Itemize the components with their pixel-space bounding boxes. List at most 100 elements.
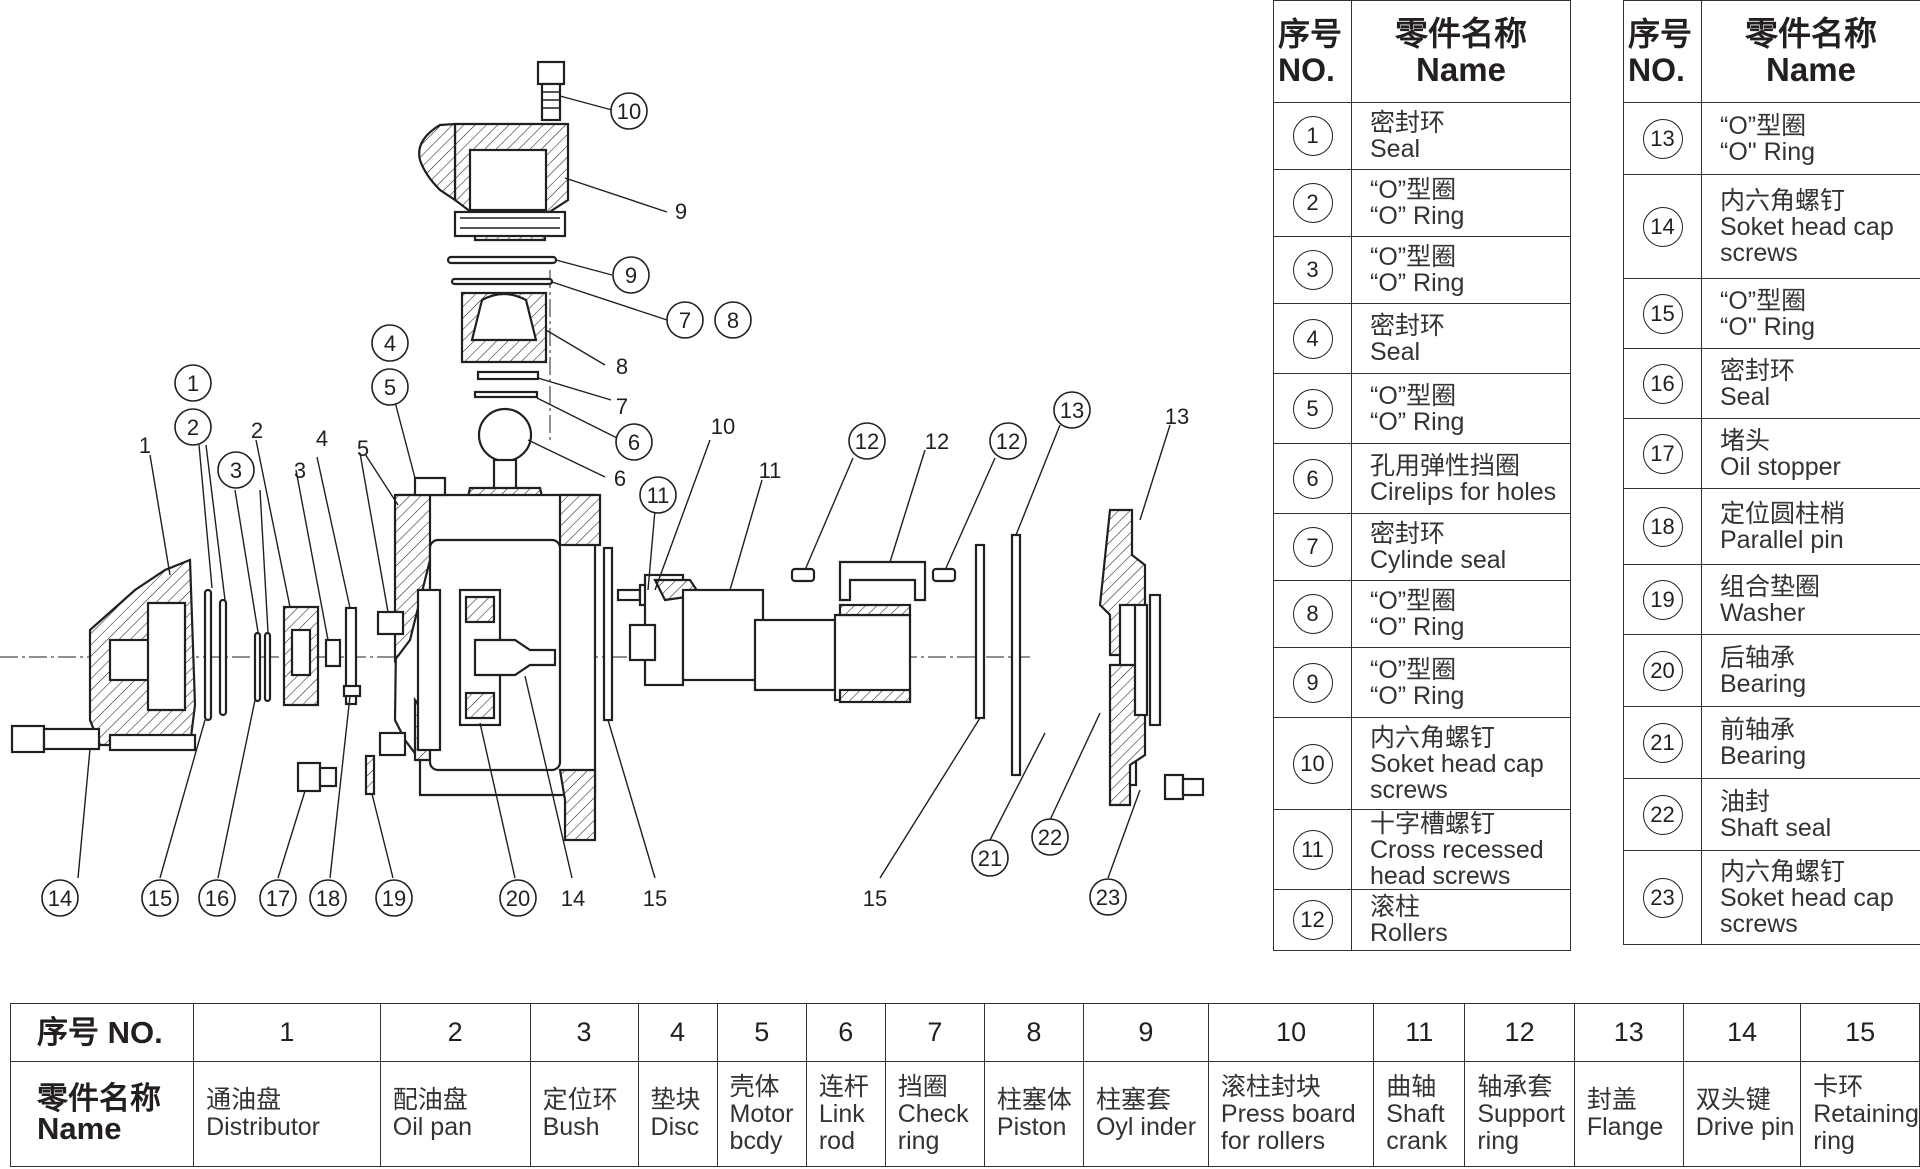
bottom-part-name-en: Disc xyxy=(650,1113,700,1141)
part-number-cell: 17 xyxy=(1623,418,1702,489)
bottom-part-name-cn: 挡圈 xyxy=(897,1072,948,1101)
support-ring-part xyxy=(838,560,927,602)
part-name-cn: 油封 xyxy=(1720,787,1771,816)
callout-bubble-22: 22 xyxy=(1031,818,1069,856)
part-name-cell: “O”型圈“O” Ring xyxy=(1351,580,1571,648)
callout-bubble-3: 3 xyxy=(217,451,255,489)
oring-7-part xyxy=(450,277,554,286)
part-number-cell: 3 xyxy=(1273,236,1352,304)
svg-text:2: 2 xyxy=(187,415,199,440)
bottom-part-name-en: Flange xyxy=(1586,1113,1664,1141)
part-name-cn: “O”型圈 xyxy=(1370,655,1457,684)
oring-3-part xyxy=(253,631,262,703)
part-number-cell: 7 xyxy=(1273,513,1352,581)
label-10: 10 xyxy=(711,414,735,439)
part-name-en: Soket head cap screws xyxy=(1720,212,1894,267)
callout-bubble-2: 2 xyxy=(174,408,212,446)
svg-text:12: 12 xyxy=(855,429,879,454)
label-13: 13 xyxy=(1165,404,1189,429)
callout-bubble-13: 13 xyxy=(1053,391,1091,429)
table-row: 2“O”型圈“O” Ring xyxy=(1273,169,1571,237)
part-name-cn: 后轴承 xyxy=(1720,643,1796,672)
label-15: 15 xyxy=(643,886,667,911)
part-name-en: “O” Ring xyxy=(1370,613,1465,641)
callout-bubble-1: 1 xyxy=(174,364,212,402)
part-number-circle: 11 xyxy=(1292,829,1333,870)
bottom-part-number: 15 xyxy=(1800,1003,1920,1062)
bottom-part-number: 8 xyxy=(983,1003,1084,1062)
svg-text:3: 3 xyxy=(230,458,242,483)
oil-stopper-part xyxy=(296,761,338,793)
bottom-part-name-cn: 滚柱封块 xyxy=(1220,1072,1321,1101)
part-number-circle: 16 xyxy=(1642,363,1683,404)
bottom-header-no: 序号 NO. xyxy=(9,1003,195,1062)
bottom-part-name-cn: 壳体 xyxy=(729,1072,780,1101)
bottom-part-number: 7 xyxy=(884,1003,985,1062)
oil-pan-part xyxy=(282,605,320,707)
part-number-circle: 19 xyxy=(1642,579,1683,620)
callout-bubble-15: 15 xyxy=(141,879,179,917)
bottom-part-number: 12 xyxy=(1464,1003,1575,1062)
label-3: 3 xyxy=(294,458,306,483)
svg-text:8: 8 xyxy=(727,308,739,333)
drive-pin-part xyxy=(473,638,557,677)
svg-text:19: 19 xyxy=(382,886,406,911)
oring-2-part xyxy=(203,588,213,722)
table-row: 9“O”型圈“O” Ring xyxy=(1273,647,1571,718)
part-name-en: Bearing xyxy=(1720,669,1807,698)
part-number-cell: 12 xyxy=(1273,889,1352,951)
label-7-seal: 7 xyxy=(616,394,628,419)
cylinder-cap-part xyxy=(418,122,570,242)
exploded-assembly-drawing xyxy=(0,60,1030,842)
bottom-part-number: 2 xyxy=(379,1003,531,1062)
bottom-part-name-cn: 配油盘 xyxy=(392,1086,468,1114)
callout-bubble-23: 23 xyxy=(1089,878,1127,916)
bottom-header-name: 零件名称 Name xyxy=(9,1061,195,1167)
bottom-part-number: 4 xyxy=(637,1003,718,1062)
part-number-circle: 12 xyxy=(1292,900,1333,940)
part-number-circle: 21 xyxy=(1642,722,1683,763)
part-name-cell: “O”型圈“O” Ring xyxy=(1351,647,1571,718)
bottom-part-name-en: Check ring xyxy=(897,1099,969,1155)
svg-text:18: 18 xyxy=(316,886,340,911)
callout-bubble-12-left: 12 xyxy=(848,422,886,460)
part-name-cn: 密封环 xyxy=(1720,356,1796,385)
bottom-part-number: 11 xyxy=(1373,1003,1466,1062)
part-name-en: Cirelips for holes xyxy=(1370,477,1557,506)
label-9-cap: 9 xyxy=(675,199,687,224)
part-number-circle: 1 xyxy=(1292,116,1333,156)
part-number-cell: 9 xyxy=(1273,647,1352,718)
callout-bubble-19: 19 xyxy=(375,879,413,917)
label-5: 5 xyxy=(357,436,369,461)
part-name-en: “O" Ring xyxy=(1720,137,1816,166)
part-number-circle: 13 xyxy=(1642,118,1683,159)
label-4: 4 xyxy=(316,426,328,451)
label-11: 11 xyxy=(759,458,782,483)
part-number-cell: 21 xyxy=(1623,706,1702,779)
part-name-cn: “O”型圈 xyxy=(1370,176,1457,204)
bottom-part-name-en: Distributor xyxy=(206,1113,320,1141)
svg-text:1: 1 xyxy=(187,371,199,396)
part-name-cn: 密封环 xyxy=(1370,311,1446,340)
